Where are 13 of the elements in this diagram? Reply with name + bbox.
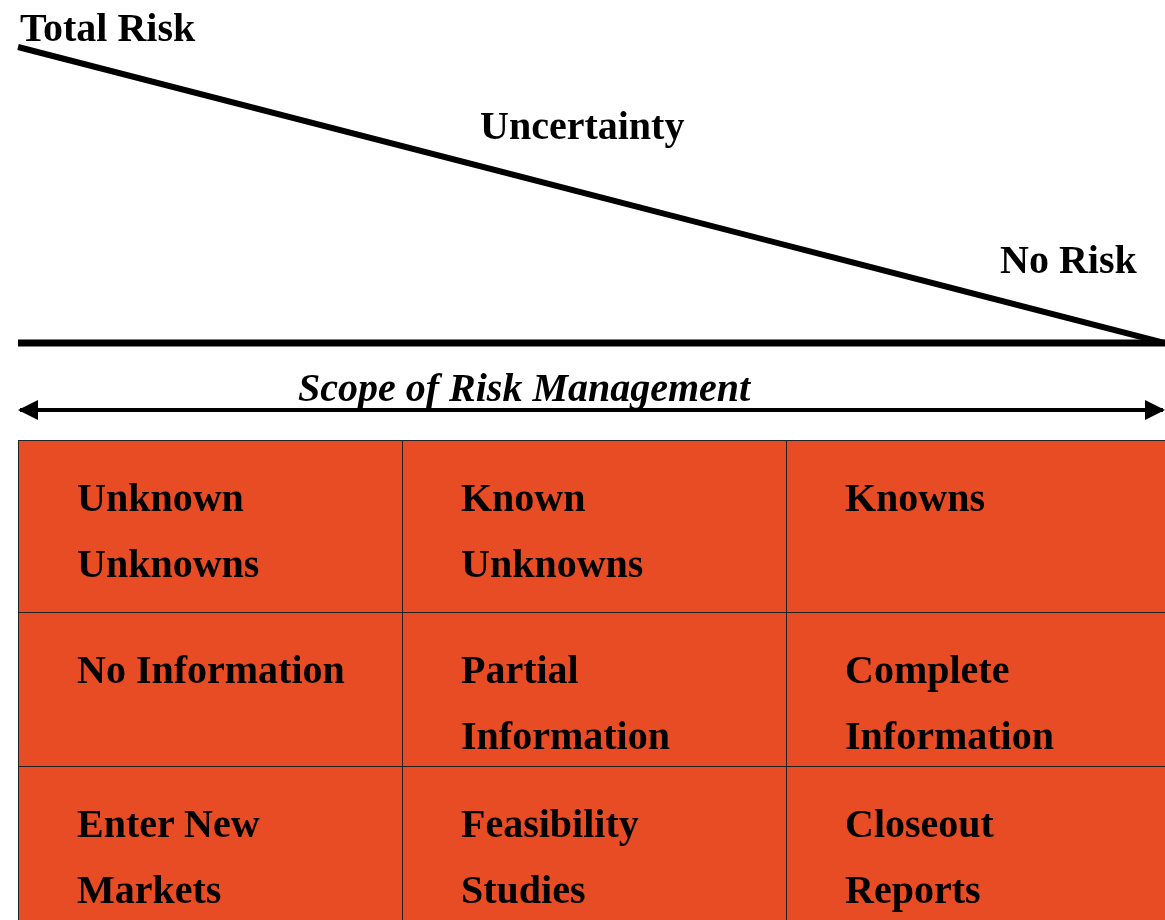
axis-label: Uncertainty bbox=[480, 106, 685, 146]
table-cell: Complete Information bbox=[786, 612, 1165, 768]
table-cell: No Information bbox=[18, 612, 404, 768]
table-cell: Partial Information bbox=[402, 612, 788, 768]
axis-label: No Risk bbox=[1000, 240, 1137, 280]
table-cell: Known Unknowns bbox=[402, 440, 788, 614]
table-cell: Enter New Markets bbox=[18, 766, 404, 920]
table-cell: Feasibility Studies bbox=[402, 766, 788, 920]
table-cell: Closeout Reports bbox=[786, 766, 1165, 920]
axis-label: Total Risk bbox=[20, 8, 196, 48]
scope-caption: Scope of Risk Management bbox=[298, 368, 751, 408]
table-cell: Unknown Unknowns bbox=[18, 440, 404, 614]
table-cell: Knowns bbox=[786, 440, 1165, 614]
